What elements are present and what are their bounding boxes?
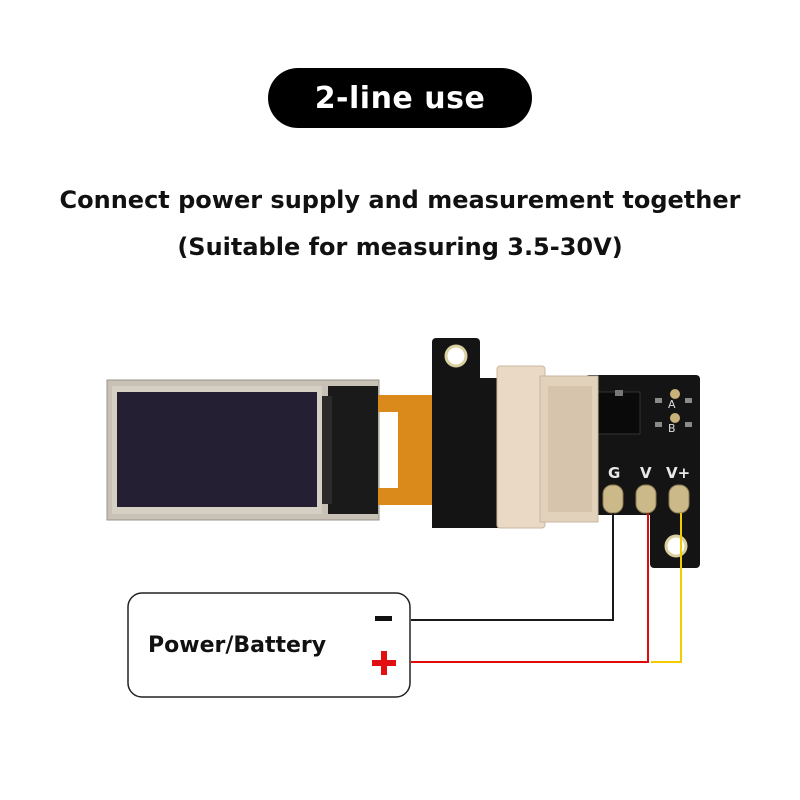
wire-yellow (651, 513, 682, 663)
oled-display (106, 379, 380, 521)
plus-sign (372, 651, 396, 675)
test-pad-b-label: B (668, 422, 676, 435)
description-line-1: Connect power supply and measurement tog… (59, 186, 741, 214)
pin-label-g: G (608, 464, 620, 482)
pin-label-vplus: V+ (666, 464, 690, 482)
minus-sign (375, 616, 392, 621)
ffc-connector (496, 365, 599, 529)
pad-v (635, 484, 657, 514)
power-battery-box: Power/Battery (127, 592, 411, 698)
test-pad-b (670, 413, 680, 423)
title-banner: 2-line use (268, 68, 532, 128)
pad-g (602, 484, 624, 514)
title-text: 2-line use (314, 80, 486, 116)
chip (597, 391, 641, 435)
oled-screen (117, 392, 317, 507)
wires (411, 513, 682, 663)
power-battery-label: Power/Battery (148, 633, 326, 658)
description-line-2: (Suitable for measuring 3.5-30V) (177, 233, 623, 261)
pcb-board: A B G V V+ (432, 338, 700, 568)
wire-red (411, 513, 649, 663)
test-pad-a (670, 389, 680, 399)
pin-label-v: V (640, 464, 652, 482)
wire-black (411, 513, 614, 621)
pad-vplus (668, 484, 690, 514)
test-pad-a-label: A (668, 398, 676, 411)
